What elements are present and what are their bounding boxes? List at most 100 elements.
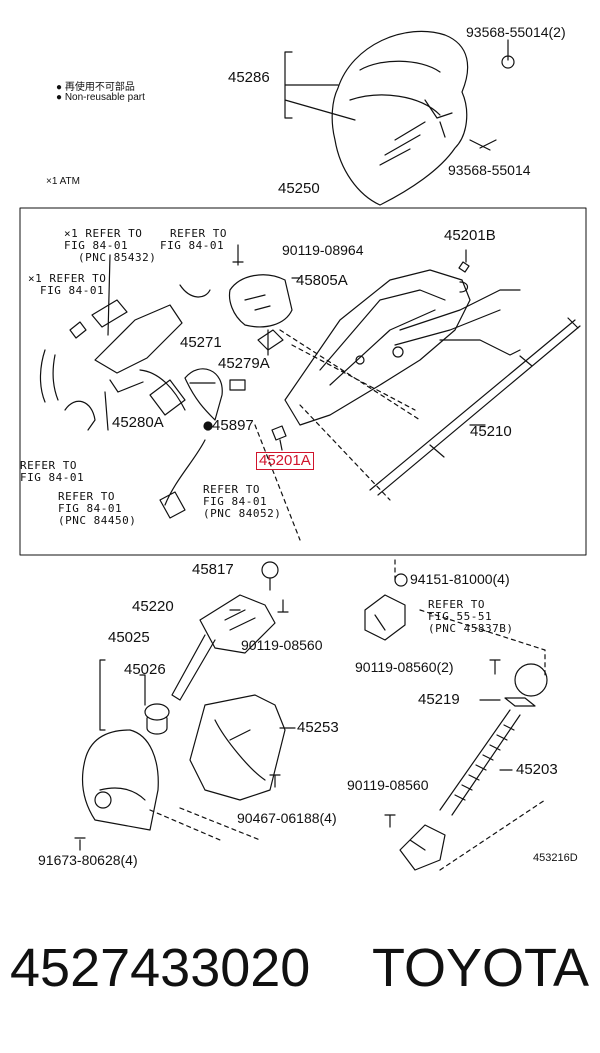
bracket-45805A: [228, 274, 293, 328]
refer-note-5-line1: REFER TO: [58, 490, 115, 503]
legend-dot-icon: ●: [56, 82, 63, 93]
steering-column-assembly: [284, 269, 521, 426]
nut-94151: [394, 573, 408, 587]
label-93568-55014: 93568-55014: [448, 162, 531, 178]
caption-part-number: 4527433020: [10, 938, 311, 998]
legend-en: ● Non-reusable part: [56, 92, 145, 103]
label-45203: 45203: [516, 761, 558, 778]
refer-note-1: ×1 REFER TO FIG 84-01 (PNC 85432): [64, 228, 156, 264]
joint-45219: [504, 663, 548, 707]
dashed-lower: [149, 807, 261, 841]
parts-diagram: [19, 30, 587, 871]
clamp-part: [64, 400, 96, 431]
label-45253: 45253: [297, 719, 339, 736]
bushing-45817: [261, 561, 279, 591]
refer-note-4-line2: FIG 84-01: [20, 471, 85, 484]
refer-note-7-line2: FIG 55-51: [428, 610, 493, 623]
refer-note-6-line2: FIG 84-01: [203, 495, 268, 508]
label-90119-08560-a: 90119-08560: [241, 637, 323, 653]
label-45280A: 45280A: [112, 414, 164, 431]
label-93568-55014-2: 93568-55014(2): [466, 24, 566, 40]
dashed-right: [419, 609, 546, 871]
bracket-45837B: [364, 594, 406, 641]
leader-45286: [284, 51, 356, 121]
legend-en-text: Non-reusable part: [64, 92, 145, 103]
refer-note-6-line1: REFER TO: [203, 483, 260, 496]
label-90119-08964: 90119-08964: [282, 242, 364, 258]
label-91673-80628: 91673-80628(4): [38, 852, 138, 868]
label-90119-08560-2: 90119-08560(2): [355, 659, 454, 675]
harness-wire: [39, 349, 59, 403]
label-45210: 45210: [470, 423, 512, 440]
column-cover-part: [331, 30, 469, 206]
atm-note: ×1 ATM: [46, 176, 80, 187]
refer-note-6: REFER TO FIG 84-01 (PNC 84052): [203, 484, 281, 520]
bracket-45280A: [139, 369, 186, 416]
label-45271: 45271: [180, 334, 222, 351]
label-45220: 45220: [132, 598, 174, 615]
label-90119-08560-b: 90119-08560: [347, 777, 429, 793]
legend-dot-icon: ●: [56, 92, 63, 103]
screw-93568-2: [501, 39, 515, 69]
part-45279A: [257, 329, 284, 351]
screw-93568: [469, 139, 497, 151]
part-45201A: [271, 425, 287, 441]
refer-note-2-line1: REFER TO: [170, 227, 227, 240]
label-45250: 45250: [278, 180, 320, 197]
bolt-45279A: [229, 379, 246, 391]
clip-part: [179, 284, 211, 298]
boot-45025: [81, 729, 159, 831]
label-45201B: 45201B: [444, 227, 496, 244]
refer-note-7: REFER TO FIG 55-51 (PNC 45837B): [428, 599, 513, 635]
bolt-90467: [269, 774, 281, 788]
refer-note-5: REFER TO FIG 84-01 (PNC 84450): [58, 491, 136, 527]
refer-note-4-line1: REFER TO: [20, 459, 77, 472]
nut-45201B: [458, 249, 470, 273]
refer-note-1-line1: ×1 REFER TO: [64, 227, 143, 240]
main-shaft-45210: [369, 317, 581, 496]
group-box-45250: [19, 207, 587, 556]
bolt-90119-08560-b: [384, 814, 396, 828]
label-45026: 45026: [124, 661, 166, 678]
bolt-90119-08964: [232, 244, 301, 279]
caption-brand: TOYOTA: [372, 938, 590, 998]
bolt-91673: [74, 837, 86, 851]
label-45897: ●45897: [203, 417, 254, 434]
legend-jp: ● 再使用不可部品: [56, 78, 135, 93]
label-90467-06188: 90467-06188(4): [237, 810, 337, 826]
harness-lower: [159, 439, 206, 519]
label-45025: 45025: [108, 629, 150, 646]
label-45286: 45286: [228, 69, 270, 86]
plate-45253: [189, 694, 286, 801]
refer-note-3-line1: ×1 REFER TO: [28, 272, 107, 285]
label-45219: 45219: [418, 691, 460, 708]
label-45817: 45817: [192, 561, 234, 578]
intermediate-shaft-45220: [171, 594, 276, 701]
refer-note-7-line1: REFER TO: [428, 598, 485, 611]
refer-note-2: REFER TO FIG 84-01: [160, 228, 227, 252]
refer-note-5-line3: (PNC 84450): [58, 514, 137, 527]
refer-note-6-line3: (PNC 84052): [203, 507, 282, 520]
label-45279A: 45279A: [218, 355, 270, 372]
turn-signal-body: [94, 304, 183, 393]
switch-assembly-left: [69, 254, 128, 339]
non-reusable-marker: [203, 421, 213, 431]
bolt-90119-08560-2: [489, 659, 501, 675]
refer-note-2-line2: FIG 84-01: [160, 239, 225, 252]
label-45805A: 45805A: [296, 272, 348, 289]
seal-45026: [144, 703, 170, 735]
dashed-guides: [254, 329, 421, 581]
legend-jp-text: 再使用不可部品: [64, 82, 135, 93]
refer-note-3-line2: FIG 84-01: [40, 284, 105, 297]
refer-note-1-line3: (PNC 85432): [78, 251, 157, 264]
bracket-45271: [184, 368, 223, 421]
leader-45280A: [104, 391, 109, 431]
drawing-number: 453216D: [533, 852, 578, 864]
refer-note-1-line2: FIG 84-01: [64, 239, 129, 252]
bolt-90119-08560-a: [277, 599, 289, 613]
leader-45025: [99, 659, 146, 731]
refer-note-5-line2: FIG 84-01: [58, 502, 123, 515]
leader-45201A: [279, 439, 283, 451]
label-45201A-highlighted[interactable]: 45201A: [256, 452, 314, 470]
label-94151-81000: 94151-81000(4): [410, 571, 510, 587]
